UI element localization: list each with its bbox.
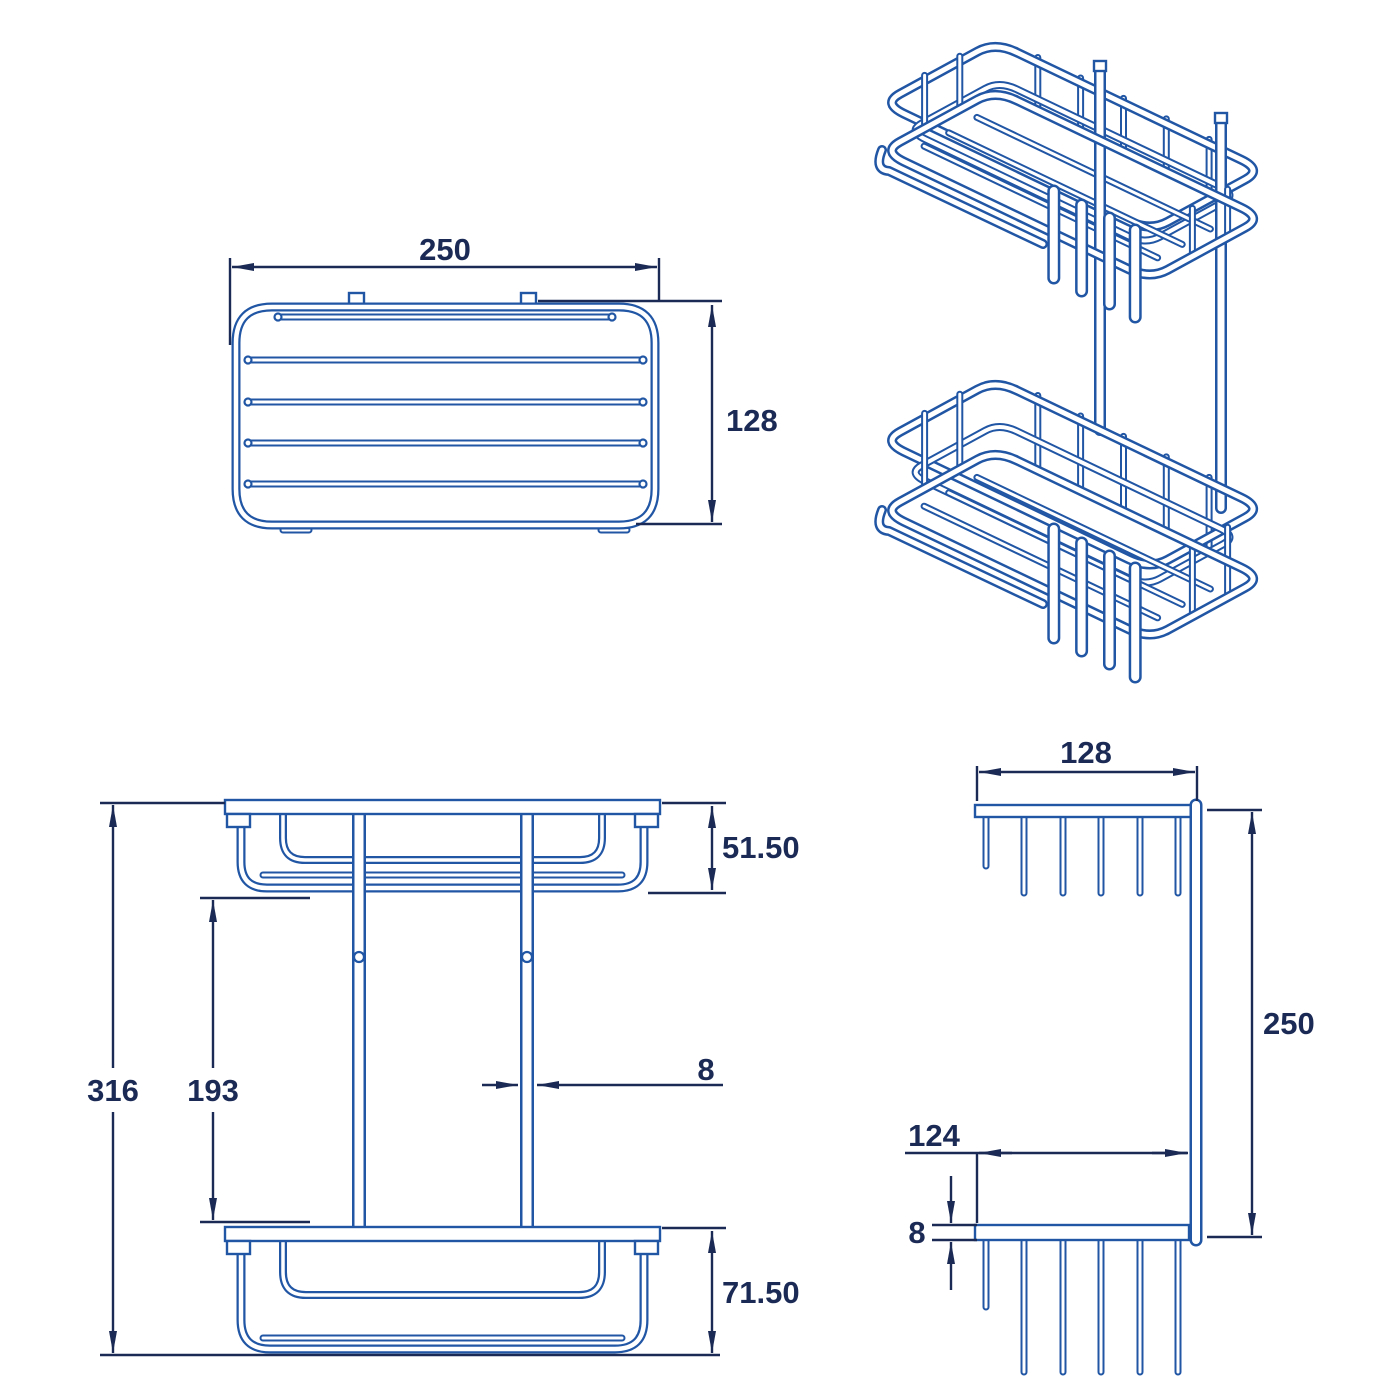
dim-label-rail-width: 8	[697, 1052, 714, 1087]
dimension-between-baskets-193: 193	[187, 896, 310, 1224]
dimension-overall-height-316: 316	[87, 801, 720, 1357]
dimension-side-height-250: 250	[1207, 808, 1315, 1239]
iso-wall-tab-left	[1092, 59, 1108, 73]
dim-label-overall-height: 316	[87, 1073, 139, 1108]
upper-basket-top-bar	[223, 798, 662, 816]
dim-label-side-top-depth: 128	[1060, 735, 1112, 770]
front-upper-basket	[241, 814, 644, 888]
side-basket-wires	[986, 817, 1178, 1372]
dim-label-shelf-thickness: 8	[908, 1215, 925, 1250]
wire-end-caps	[243, 312, 648, 489]
dimension-side-top-depth-128: 128	[975, 735, 1199, 801]
basket-rim-outline	[236, 307, 655, 525]
isometric-view	[879, 47, 1253, 677]
front-view: 316 193 51.50 71.50 8	[87, 798, 800, 1357]
dim-label-upper-basket-height: 51.50	[722, 830, 800, 865]
front-basket-bars	[223, 798, 662, 1256]
lower-basket-top-bar	[223, 1225, 662, 1243]
dim-label-top-width: 250	[419, 232, 471, 267]
dim-label-top-depth: 128	[726, 403, 778, 438]
side-lower-shelf	[973, 1223, 1191, 1242]
front-mounting-rails	[354, 812, 532, 1229]
front-lower-basket	[241, 1241, 644, 1349]
dimension-depth-128: 128	[538, 299, 778, 526]
dimension-upper-basket-height-51-50: 51.50	[648, 801, 800, 895]
dim-label-side-bottom-depth: 124	[908, 1118, 960, 1153]
screw-hole-left	[352, 950, 366, 964]
top-view: 250 128	[228, 232, 778, 530]
dimension-side-bottom-depth-124: 124	[905, 1118, 1188, 1223]
dimension-width-250: 250	[228, 232, 661, 345]
iso-upper-basket-back	[892, 47, 1253, 258]
iso-wall-tab-right	[1213, 111, 1229, 125]
side-upper-shelf	[973, 803, 1194, 819]
dim-label-lower-basket-height: 71.50	[722, 1275, 800, 1310]
dimension-lower-basket-height-71-50: 71.50	[662, 1226, 800, 1353]
dim-label-side-height: 250	[1263, 1006, 1315, 1041]
dim-label-between-baskets: 193	[187, 1073, 239, 1108]
dimension-rail-width-8: 8	[482, 1052, 723, 1089]
iso-mounting-rails	[1092, 59, 1229, 508]
side-view: 128 250 124 8	[905, 735, 1315, 1372]
basket-plan-wireframe	[236, 291, 655, 530]
iso-lower-basket	[879, 385, 1253, 677]
screw-hole-right	[520, 950, 534, 964]
dimension-shelf-thickness-8: 8	[908, 1176, 977, 1290]
